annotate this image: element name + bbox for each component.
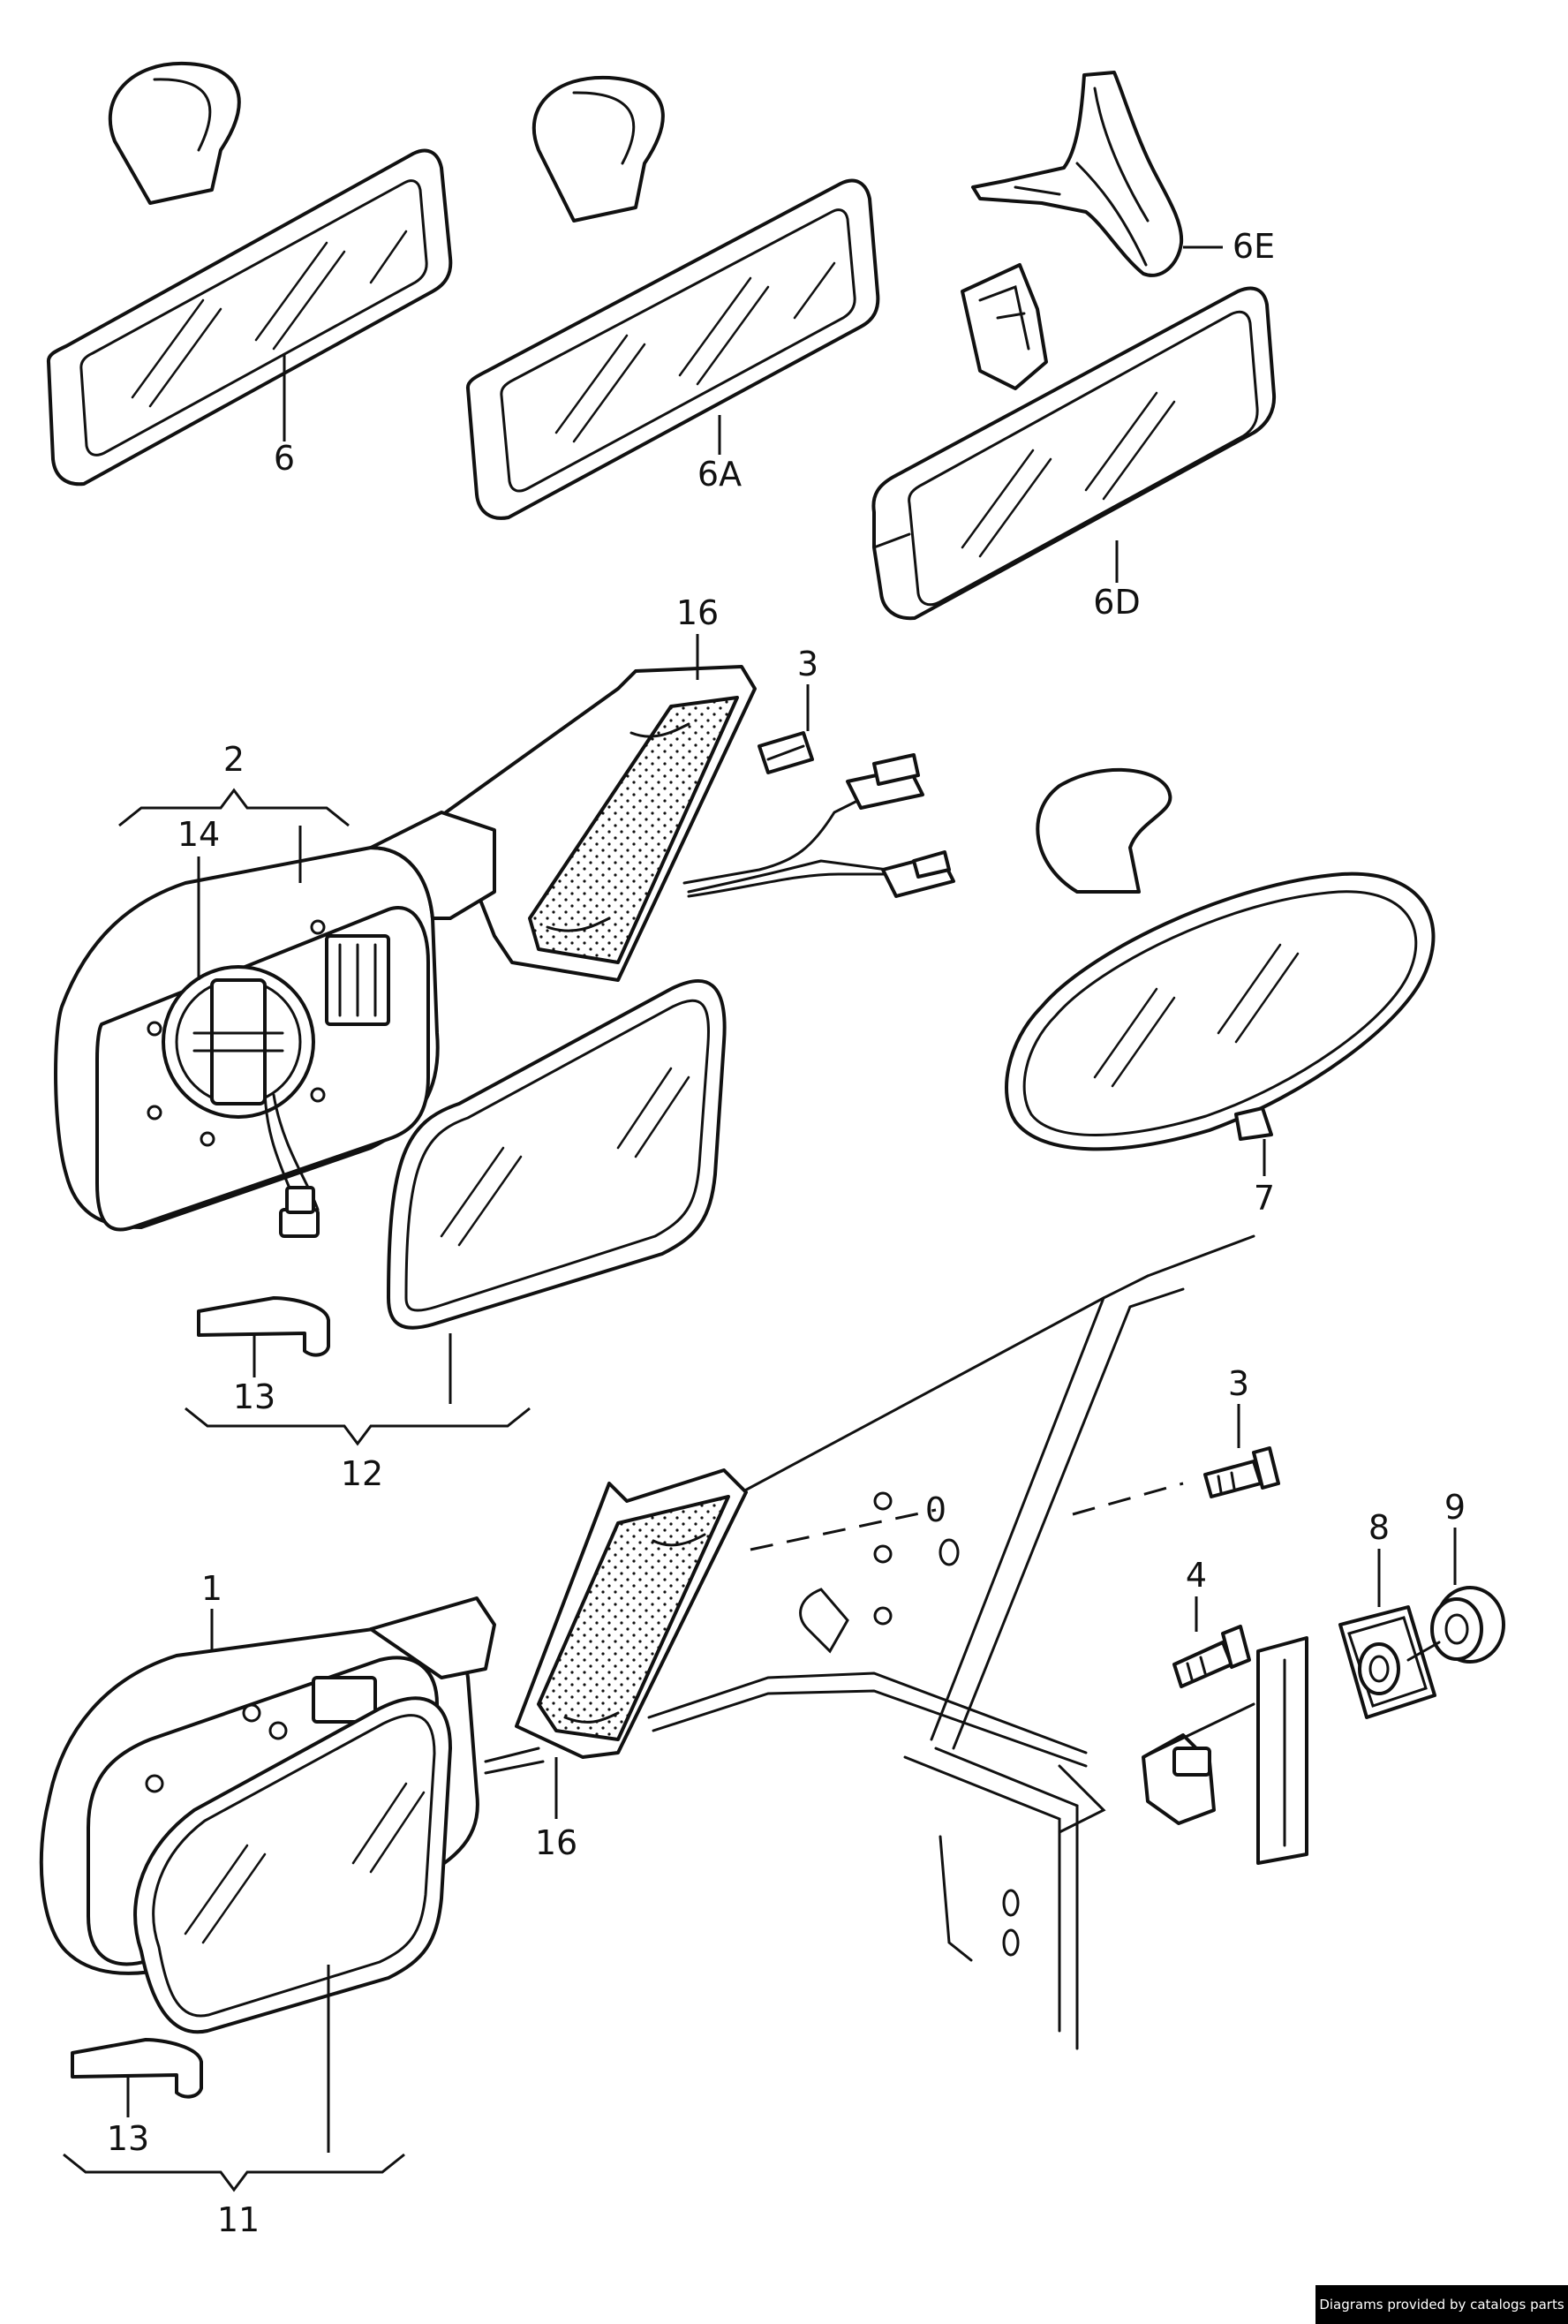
callout-11: 11 <box>217 2200 260 2239</box>
mirror-bracket-6e <box>971 71 1184 277</box>
callout-6a: 6A <box>697 455 742 494</box>
callout-9: 9 <box>1444 1488 1466 1527</box>
callout-4: 4 <box>1186 1556 1207 1595</box>
diagram-credit-badge: Diagrams provided by catalogs parts <box>1315 2285 1568 2324</box>
callout-6e: 6E <box>1233 227 1275 266</box>
credit-text: Diagrams provided by catalogs parts <box>1319 2297 1564 2313</box>
assembly-line-upper <box>750 1508 937 1551</box>
screw-4 <box>1172 1625 1251 1688</box>
callout-13-upper: 13 <box>233 1377 275 1416</box>
callout-14: 14 <box>177 815 220 854</box>
callout-2: 2 <box>223 740 245 779</box>
door-frame <box>740 1234 1255 2050</box>
callout-12: 12 <box>341 1454 383 1493</box>
callout-3-lower: 3 <box>1228 1364 1249 1403</box>
callout-6: 6 <box>274 439 295 478</box>
screw-3 <box>1203 1446 1280 1498</box>
exterior-mirror-assembly-2 <box>54 665 955 1238</box>
clip-13-upper <box>197 1296 330 1357</box>
adjuster-knob-assembly <box>1142 1586 1505 1865</box>
callout-1: 1 <box>201 1569 222 1608</box>
interior-mirror-6 <box>46 61 453 487</box>
callout-7: 7 <box>1254 1179 1275 1218</box>
clip-13-lower <box>71 2038 203 2099</box>
label-hole-o: 0 <box>925 1490 946 1529</box>
callout-3-upper: 3 <box>797 645 818 683</box>
mirror-glass-11 <box>133 1696 452 2034</box>
mirror-glass-12 <box>387 979 727 1330</box>
callout-8: 8 <box>1368 1508 1390 1547</box>
interior-mirror-7 <box>1005 767 1436 1151</box>
callout-16-upper: 16 <box>676 593 719 632</box>
interior-mirror-6d <box>871 263 1277 621</box>
interior-mirror-6a <box>465 75 880 520</box>
callout-16-lower: 16 <box>535 1823 577 1862</box>
hole-marker <box>939 1538 960 1566</box>
callout-13-lower: 13 <box>107 2119 149 2158</box>
assembly-line-lower <box>1072 1482 1184 1516</box>
callout-6d: 6D <box>1093 583 1140 622</box>
